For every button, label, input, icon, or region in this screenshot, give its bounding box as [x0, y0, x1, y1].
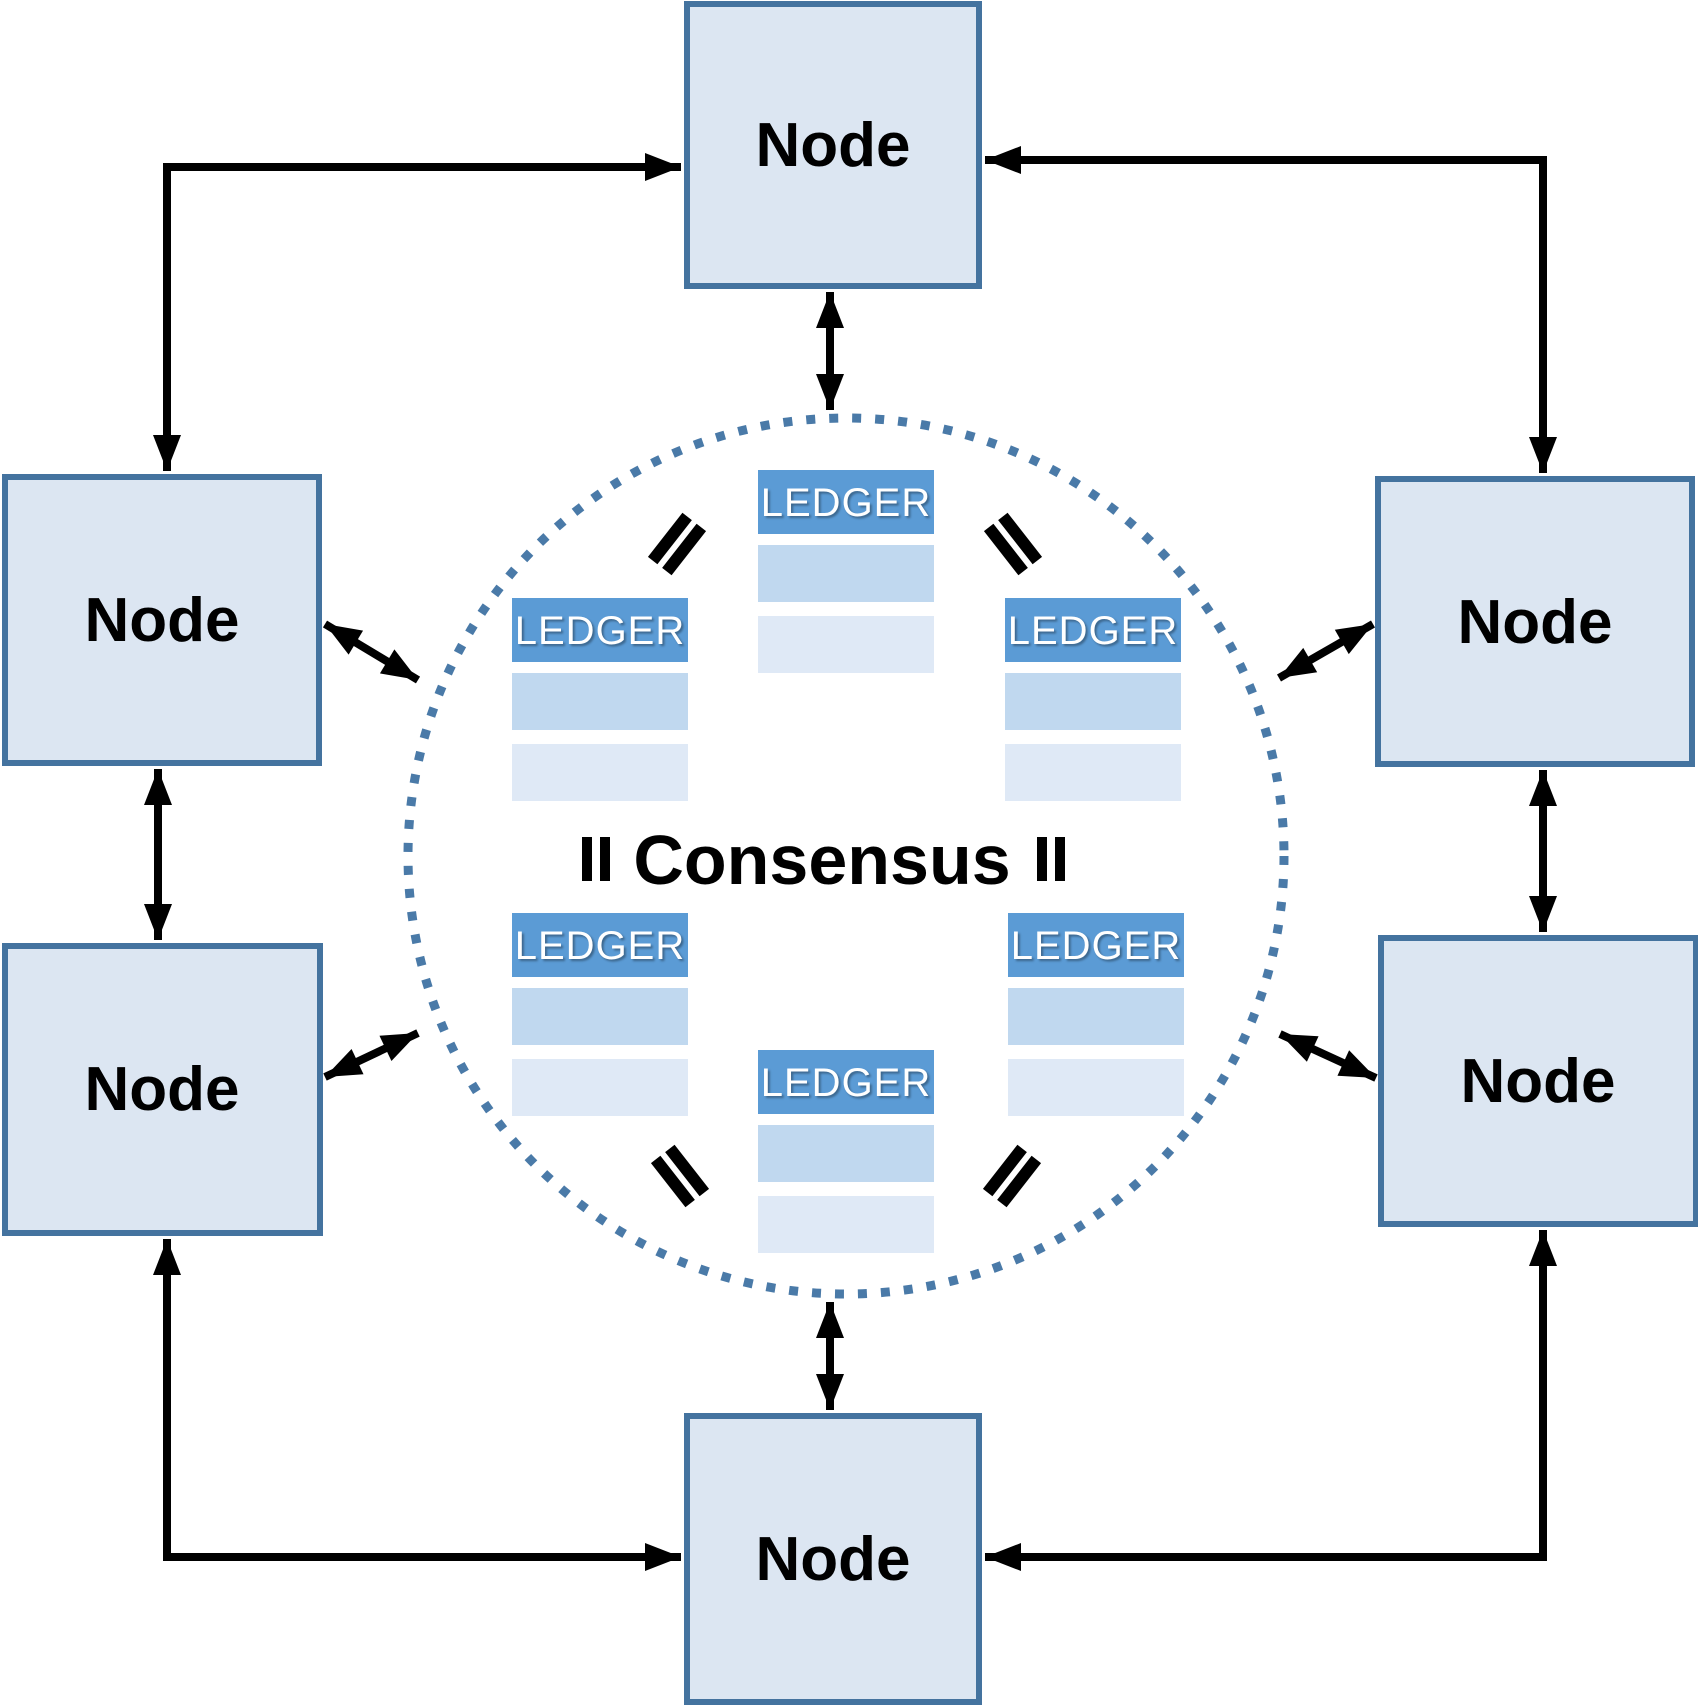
- node-label: Node: [1461, 1047, 1616, 1116]
- ledger-row-1: [512, 673, 688, 730]
- node-label: Node: [85, 586, 240, 655]
- parallel-equals-icon: [1037, 837, 1065, 881]
- node-box-bottom: Node: [684, 1413, 982, 1705]
- connector-lowerleft-node-to-circle: [323, 1029, 420, 1081]
- ledger-label: LEDGER: [515, 609, 686, 653]
- equals-icon: [982, 1144, 1042, 1208]
- ledger-label: LEDGER: [515, 924, 686, 968]
- connector-topright-elbow: [985, 146, 1557, 473]
- equals-icon: [650, 1144, 710, 1208]
- ledger-row-1: [758, 545, 934, 602]
- connector-bottomright-elbow: [985, 1230, 1557, 1571]
- node-rect: [1378, 935, 1698, 1227]
- ledger-block-upper-right: LEDGER: [1005, 598, 1181, 801]
- ledger-row-1: [1005, 673, 1181, 730]
- ledger-header: [512, 598, 688, 662]
- consensus-title: Consensus: [633, 821, 1010, 899]
- connector-bottomleft-elbow: [153, 1239, 681, 1571]
- connector-lowerright-node-to-circle: [1278, 1030, 1378, 1082]
- node-box-lower-right: Node: [1378, 935, 1698, 1227]
- node-box-upper-left: Node: [2, 474, 322, 766]
- ledger-header: [1008, 913, 1184, 977]
- ledger-block-lower-left: LEDGER: [512, 913, 688, 1116]
- parallel-equals-icon: [582, 837, 610, 881]
- ledger-row-2: [512, 1059, 688, 1116]
- node-label: Node: [756, 111, 911, 180]
- node-rect: [684, 1, 982, 289]
- connector-topleft-elbow: [153, 153, 681, 471]
- ledger-row-2: [1005, 744, 1181, 801]
- ledger-row-2: [758, 616, 934, 673]
- ledger-block-bottom-center: LEDGER: [758, 1050, 934, 1253]
- ledger-row-2: [1008, 1059, 1184, 1116]
- ledger-block-upper-left: LEDGER: [512, 598, 688, 801]
- node-box-upper-right: Node: [1375, 476, 1695, 767]
- node-rect: [1375, 476, 1695, 767]
- ledger-row-1: [758, 1125, 934, 1182]
- connector-upperleft-node-to-circle: [322, 620, 421, 684]
- ledger-label: LEDGER: [761, 1061, 932, 1105]
- ledger-block-top-center: LEDGER: [758, 470, 934, 673]
- node-rect: [684, 1413, 982, 1705]
- ledger-row-2: [758, 1196, 934, 1253]
- consensus-boundary-circle: [403, 413, 1289, 1299]
- node-rect: [2, 474, 322, 766]
- ledger-header: [1005, 598, 1181, 662]
- node-label: Node: [1458, 588, 1613, 657]
- connector-upperright-node-to-circle: [1277, 620, 1375, 682]
- ledger-label: LEDGER: [1008, 609, 1179, 653]
- equals-icon: [983, 512, 1043, 576]
- ledger-row-1: [1008, 988, 1184, 1045]
- ledger-label: LEDGER: [761, 481, 932, 525]
- node-label: Node: [756, 1525, 911, 1594]
- ledger-label: LEDGER: [1011, 924, 1182, 968]
- ledger-header: [758, 470, 934, 534]
- ledger-header: [758, 1050, 934, 1114]
- ledger-header: [512, 913, 688, 977]
- ledger-row-2: [512, 744, 688, 801]
- node-rect: [2, 943, 323, 1236]
- ledger-block-lower-right: LEDGER: [1008, 913, 1184, 1116]
- equals-icon: [647, 512, 707, 576]
- node-box-top: Node: [684, 1, 982, 289]
- ledger-row-1: [512, 988, 688, 1045]
- node-box-lower-left: Node: [2, 943, 323, 1236]
- node-label: Node: [85, 1055, 240, 1124]
